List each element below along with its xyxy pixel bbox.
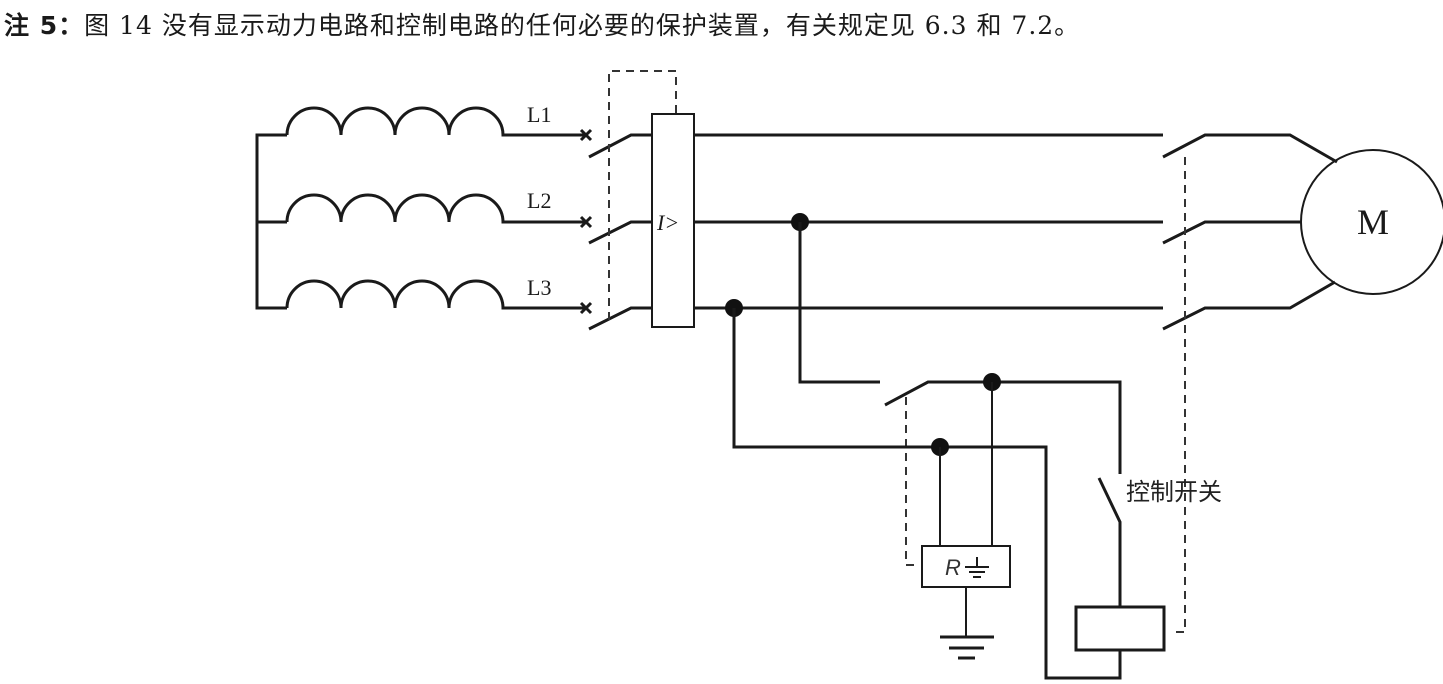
control-wire-from-l2 bbox=[798, 222, 880, 384]
earth-icon bbox=[940, 635, 994, 660]
note-prefix: 注 5： bbox=[4, 11, 85, 40]
winding-l1 bbox=[285, 106, 593, 142]
insulation-monitor-label: R bbox=[945, 555, 961, 580]
note-body: 图 14 没有显示动力电路和控制电路的任何必要的保护装置，有关规定见 6.3 和… bbox=[84, 11, 1081, 40]
contactor-main-contacts bbox=[1162, 133, 1338, 633]
earth-symbol-small bbox=[965, 557, 989, 578]
motor bbox=[1300, 149, 1443, 295]
control-switch bbox=[1097, 477, 1122, 607]
winding-l2 bbox=[285, 193, 593, 229]
note-text: 注 5：图 14 没有显示动力电路和控制电路的任何必要的保护装置，有关规定见 6… bbox=[4, 6, 1080, 42]
label-l1: L1 bbox=[527, 102, 551, 127]
control-switch-label: 控制开关 bbox=[1126, 478, 1222, 506]
monitor-leads bbox=[939, 382, 993, 546]
overcurrent-relay-label: I> bbox=[656, 210, 679, 235]
winding-l3 bbox=[285, 279, 593, 315]
main-breaker bbox=[588, 70, 677, 331]
monitor-link bbox=[905, 397, 920, 566]
monitor-contact bbox=[884, 380, 1122, 474]
motor-label: M bbox=[1357, 202, 1389, 242]
contactor-coil bbox=[1074, 605, 1166, 652]
label-l3: L3 bbox=[527, 275, 551, 300]
star-point-bus bbox=[255, 133, 287, 310]
label-l2: L2 bbox=[527, 188, 551, 213]
control-wire-from-l3 bbox=[732, 308, 1122, 680]
